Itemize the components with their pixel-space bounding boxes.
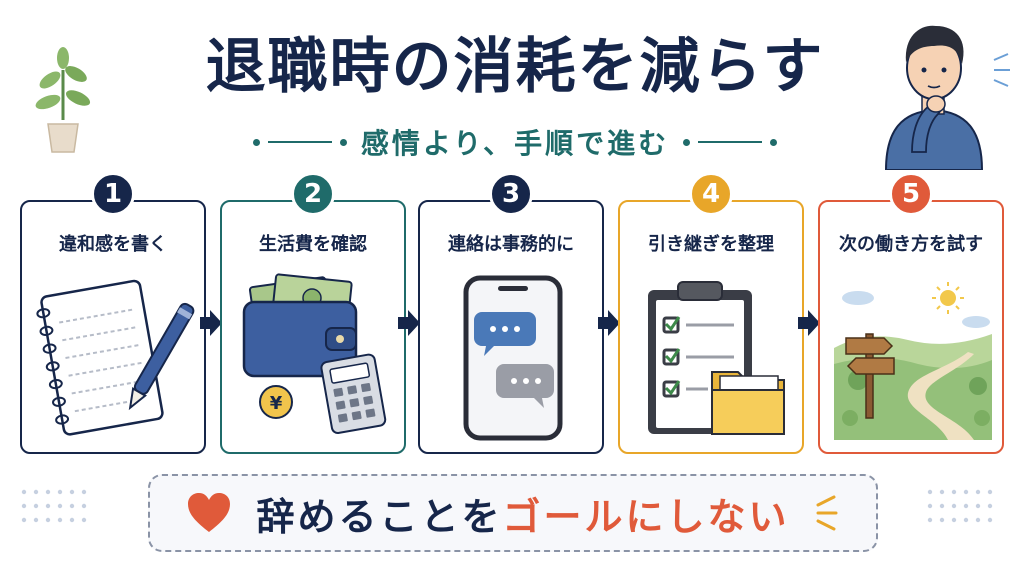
yen-symbol: ¥ [270,393,283,414]
step-number-1: 1 [91,172,135,216]
potted-plant-icon [35,47,91,153]
step-number-2: 2 [291,172,335,216]
smartphone-chat-icon [463,275,563,441]
step-number-4: 4 [689,172,733,216]
step-card-5: 次の働き方を試す [818,200,1004,454]
step-number-5: 5 [889,172,933,216]
thought-sparks-icon [993,53,1010,87]
arrow-right-icon [200,310,222,336]
signpost-path-icon [834,278,992,440]
arrow-right-icon [798,310,820,336]
emphasis-sparks-icon [816,495,838,531]
page-title: 退職時の消耗を減らす [205,32,825,102]
step-label: 次の働き方を試す [839,234,983,255]
step-card-2: 生活費を確認 ¥ [220,200,406,454]
step-number-3: 3 [489,172,533,216]
step-card-3: 連絡は事務的に [418,200,604,454]
clipboard-folder-icon [648,281,785,435]
banner-text-part1: 辞めることを [256,494,503,539]
wallet-calculator-icon: ¥ [242,273,387,434]
goal-banner: 辞めることをゴールにしない [148,474,878,552]
dot-grid-decoration [927,489,993,523]
step-label: 引き継ぎを整理 [648,234,774,255]
step-card-1: 違和感を書く [20,200,206,454]
banner-text-part2: ゴールにしない [502,494,790,539]
subtitle: 感情より、手順で進む [360,127,670,160]
subtitle-row: 感情より、手順で進む [200,122,830,162]
thinking-person-icon [884,25,984,170]
banner-text: 辞めることをゴールにしない [256,486,789,541]
dot-grid-decoration [21,489,87,523]
step-label: 違和感を書く [59,234,167,255]
arrow-right-icon [598,310,620,336]
notebook-pen-icon [36,279,195,436]
arrow-right-icon [398,310,420,336]
subtitle-deco-left [252,138,347,146]
heart-icon [188,493,231,532]
step-label: 連絡は事務的に [448,234,574,255]
step-label: 生活費を確認 [259,234,367,255]
subtitle-deco-right [683,138,778,146]
step-card-4: 引き継ぎを整理 [618,200,804,454]
